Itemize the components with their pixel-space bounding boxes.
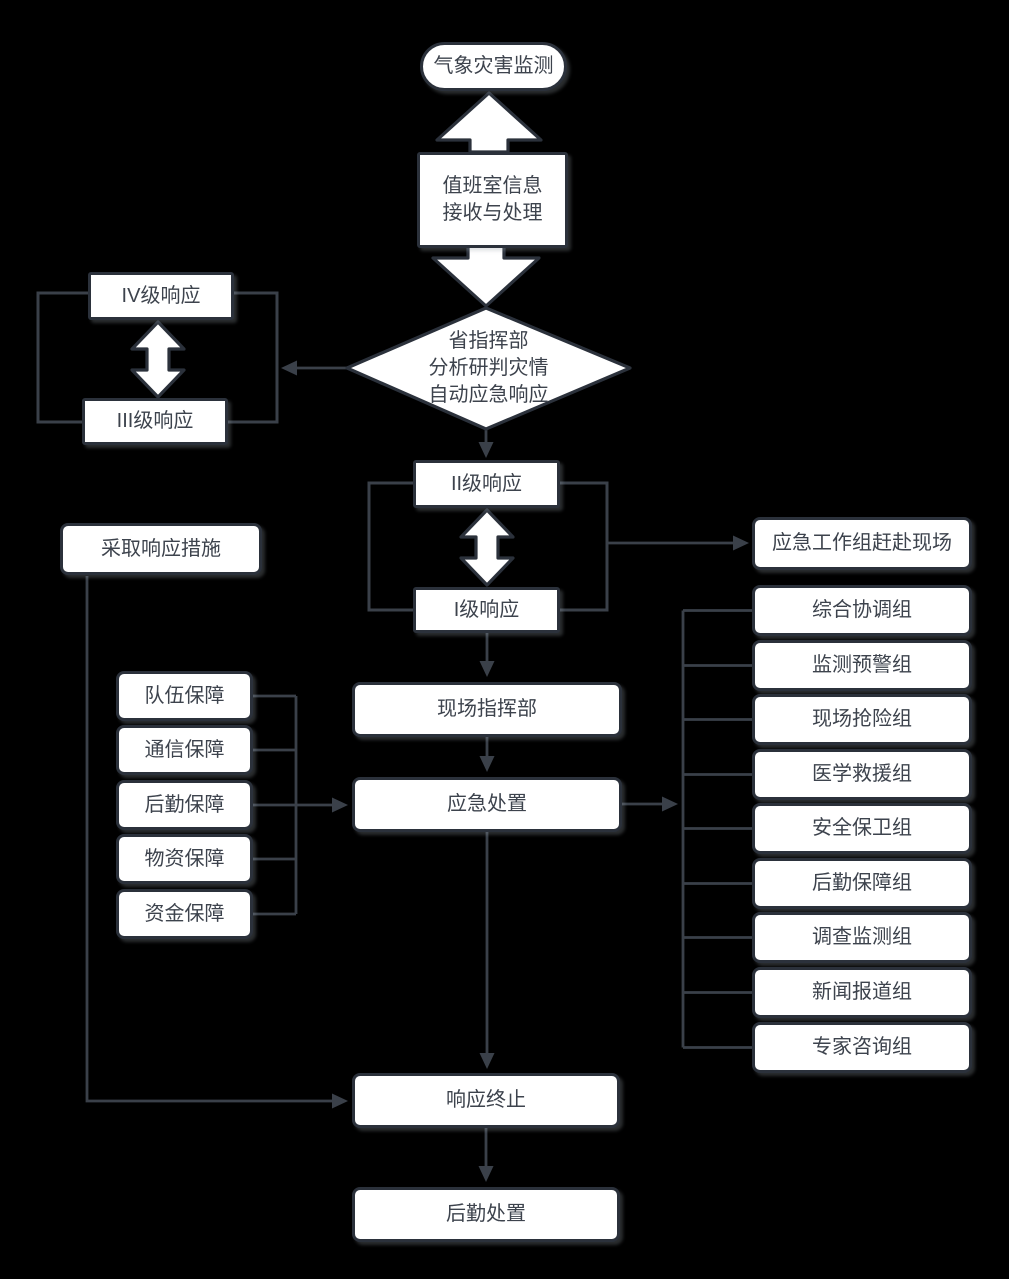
node-group-news-report: 新闻报道组 — [752, 967, 972, 1018]
node-level1: I级响应 — [413, 587, 560, 633]
arrowheads — [281, 360, 749, 1182]
node-group-medical-rescue: 医学救援组 — [752, 749, 972, 800]
node-group-site-rescue: 现场抢险组 — [752, 694, 972, 745]
level2-1-swap-arrow-icon — [459, 508, 515, 587]
node-emergency-disposal: 应急处置 — [352, 777, 622, 832]
node-response-end: 响应终止 — [352, 1073, 620, 1128]
block-arrow-up-icon — [435, 91, 543, 154]
node-monitor: 气象灾害监测 — [420, 42, 567, 91]
node-group-monitoring-warning: 监测预警组 — [752, 640, 972, 691]
node-level2: II级响应 — [413, 460, 560, 508]
node-support-team: 队伍保障 — [116, 671, 253, 721]
node-duty-room: 值班室信息 接收与处理 — [417, 152, 568, 248]
node-group-logistics-support: 后勤保障组 — [752, 858, 972, 909]
node-site-hq: 现场指挥部 — [352, 682, 622, 737]
node-support-materials: 物资保障 — [116, 834, 253, 884]
node-level3: III级响应 — [82, 398, 228, 445]
level4-3-swap-arrow-icon — [130, 320, 186, 399]
decision-diamond — [345, 306, 632, 431]
node-support-logistics: 后勤保障 — [116, 780, 253, 830]
node-logistics-disposal: 后勤处置 — [352, 1187, 620, 1242]
node-support-communication: 通信保障 — [116, 725, 253, 775]
connector-lines — [85, 366, 753, 1168]
node-group-security: 安全保卫组 — [752, 803, 972, 854]
node-level4: IV级响应 — [88, 272, 234, 320]
node-support-funding: 资金保障 — [116, 889, 253, 939]
decision-label: 省指挥部 分析研判灾情 自动应急响应 — [428, 329, 549, 406]
node-group-investigation: 调查监测组 — [752, 912, 972, 963]
node-work-group-dispatch: 应急工作组赶赴现场 — [752, 517, 972, 570]
node-group-coordination: 综合协调组 — [752, 585, 972, 636]
block-arrow-down-icon — [431, 244, 541, 308]
node-group-expert-consult: 专家咨询组 — [752, 1022, 972, 1073]
node-response-measures: 采取响应措施 — [60, 523, 262, 575]
